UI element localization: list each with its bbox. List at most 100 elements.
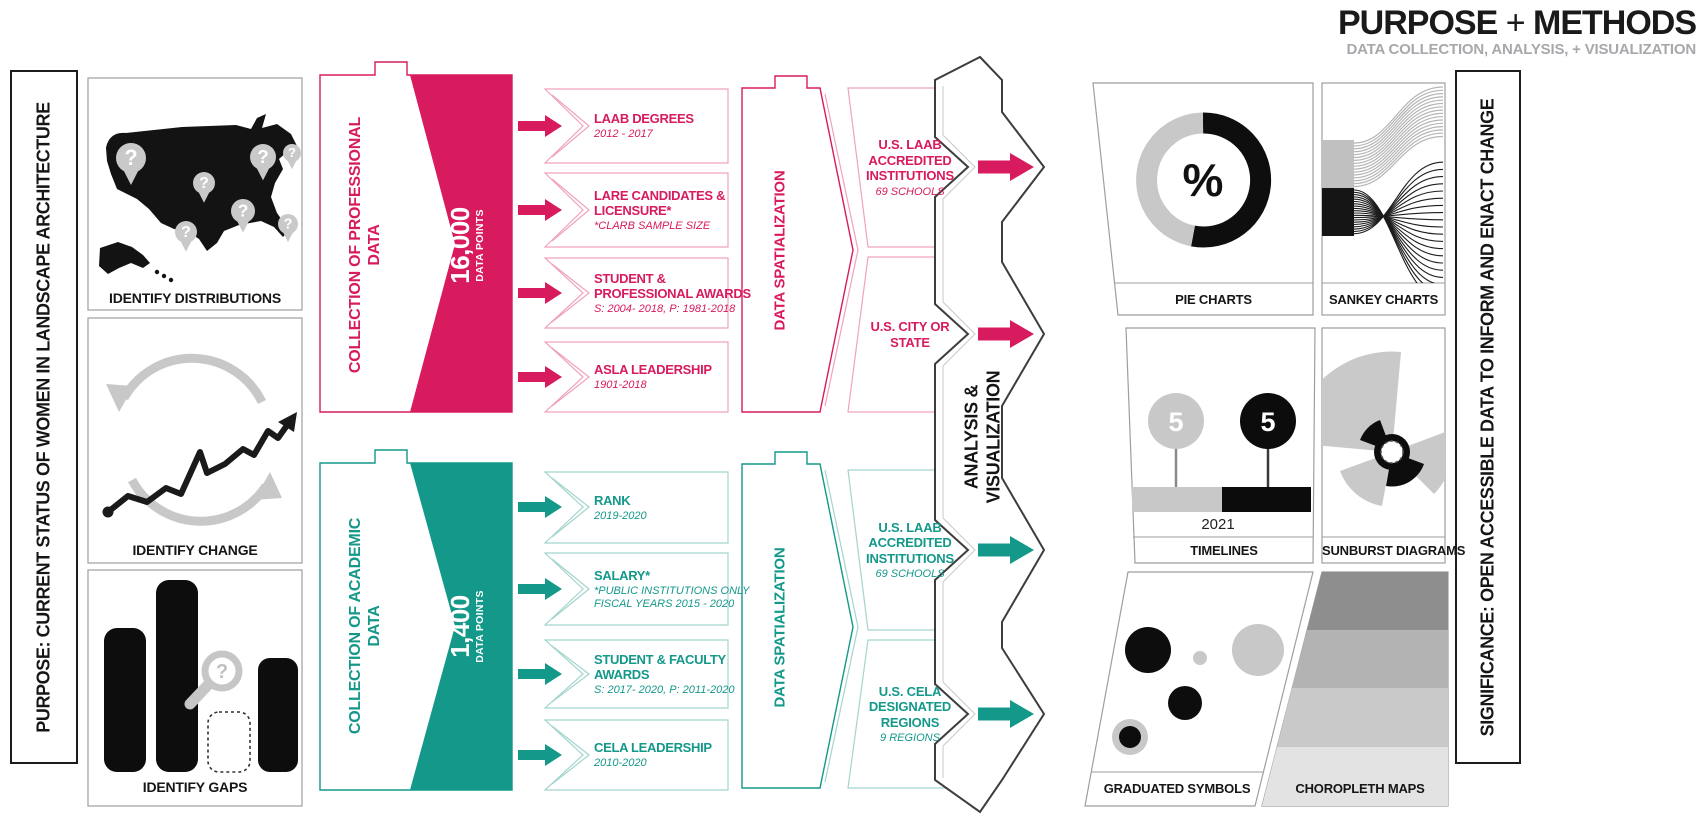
spatial-title: U.S. LAAB ACCREDITED INSTITUTIONS (866, 137, 954, 184)
dataset-title: LARE CANDIDATES & LICENSURE* (594, 187, 726, 218)
academic-spatialization-banner (741, 451, 859, 789)
dataset-subtitle: 2019-2020 (594, 509, 647, 522)
professional-dataset-chevrons (551, 94, 590, 407)
professional-dataset-boxes (543, 88, 729, 413)
donut-chart-icon (1136, 112, 1272, 248)
identify-change-label: IDENTIFY CHANGE (132, 542, 258, 558)
spatial-us-laab-professional: U.S. LAAB ACCREDITED INSTITUTIONS 69 SCH… (848, 88, 972, 247)
svg-text:?: ? (199, 175, 209, 192)
spatial-title: U.S. LAAB ACCREDITED INSTITUTIONS (866, 519, 954, 566)
dataset-subtitle: *PUBLIC INSTITUTIONS ONLY FISCAL YEARS 2… (594, 584, 750, 610)
spatial-title: U.S. CELA DESIGNATED REGIONS (868, 683, 952, 730)
dataset-salary: SALARY* *PUBLIC INSTITUTIONS ONLY FISCAL… (594, 553, 749, 625)
academic-collection-label-text: COLLECTION OF ACADEMIC DATA (347, 517, 384, 735)
timeline-icon (1132, 393, 1311, 512)
dataset-asla-leadership: ASLA LEADERSHIP 1901-2018 (594, 342, 712, 412)
us-map-question-pins-icon: ??????? (99, 114, 301, 283)
timeline-year-label: 2021 (1201, 516, 1235, 533)
dataset-title: ASLA LEADERSHIP (594, 362, 712, 377)
professional-collection-label: COLLECTION OF PROFESSIONAL DATA (322, 80, 408, 410)
spatial-title: U.S. CITY OR STATE (870, 319, 950, 350)
graduated-symbols-label: GRADUATED SYMBOLS (1103, 781, 1251, 796)
page-subtitle: DATA COLLECTION, ANALYSIS, + VISUALIZATI… (1346, 41, 1696, 58)
academic-collection-shape (319, 449, 513, 791)
dataset-title: LAAB DEGREES (594, 111, 694, 126)
spatial-subtitle: 69 SCHOOLS (875, 568, 945, 581)
academic-spatialization-text: DATA SPATIALIZATION (771, 546, 789, 708)
graduated-symbols-icon (1112, 624, 1284, 755)
bar-gap-magnifier-icon: ? (104, 580, 298, 773)
dataset-title: STUDENT & FACULTY AWARDS (594, 651, 726, 682)
professional-collection-label-text: COLLECTION OF PROFESSIONAL DATA (347, 116, 384, 374)
sunburst-diagrams-label: SUNBURST DIAGRAMS (1322, 543, 1466, 558)
dataset-title: STUDENT & PROFESSIONAL AWARDS (594, 270, 751, 301)
analysis-visualization-label: ANALYSIS & VISUALIZATION (952, 287, 1012, 587)
dataset-lare-licensure: LARE CANDIDATES & LICENSURE* *CLARB SAMP… (594, 173, 725, 247)
academic-spatialization-label: DATA SPATIALIZATION (748, 477, 812, 777)
dataset-subtitle: S: 2004- 2018, P: 1981-2018 (594, 302, 736, 315)
professional-spatialization-text: DATA SPATIALIZATION (771, 169, 789, 331)
dataset-student-faculty-awards: STUDENT & FACULTY AWARDS S: 2017- 2020, … (594, 640, 734, 708)
purpose-side-bar-text: PURPOSE: CURRENT STATUS OF WOMEN IN LAND… (33, 101, 54, 733)
spatial-us-cela-regions: U.S. CELA DESIGNATED REGIONS 9 REGIONS (848, 640, 972, 788)
professional-spatialization-label: DATA SPATIALIZATION (748, 100, 812, 400)
magnifier-question-mark: ? (216, 661, 228, 683)
spatial-subtitle: 69 SCHOOLS (875, 185, 945, 198)
dataset-subtitle: 2010-2020 (594, 757, 647, 769)
question-pin-icon: ? (250, 144, 276, 181)
question-pin-icon: ? (231, 199, 255, 233)
pie-charts-label: PIE CHARTS (1175, 292, 1252, 307)
page-title: PURPOSE + METHODS (1337, 4, 1697, 43)
academic-data-points-value: 1,400 (444, 594, 475, 658)
dataset-subtitle: 2012 - 2017 (594, 128, 653, 140)
question-pin-icon: ? (116, 143, 146, 185)
dataset-subtitle: 1901-2018 (594, 379, 647, 391)
analysis-visualization-banner (934, 55, 1046, 814)
timeline-marker-black: 5 (1260, 407, 1276, 437)
dataset-title: SALARY* (594, 567, 650, 583)
svg-text:?: ? (124, 145, 137, 170)
dataset-student-professional-awards: STUDENT & PROFESSIONAL AWARDS S: 2004- 2… (594, 258, 751, 328)
question-pin-icon: ? (283, 144, 301, 170)
timelines-label: TIMELINES (1190, 543, 1258, 558)
academic-data-points-caption: DATA POINTS (473, 589, 486, 663)
purpose-side-bar: PURPOSE: CURRENT STATUS OF WOMEN IN LAND… (10, 70, 78, 764)
trend-cycle-icon (102, 353, 297, 526)
identify-gaps-label: IDENTIFY GAPS (142, 779, 248, 795)
question-pin-icon: ? (175, 221, 197, 252)
timeline-marker-gray: 5 (1168, 407, 1184, 437)
identify-distributions-label: IDENTIFY DISTRIBUTIONS (109, 290, 281, 306)
dataset-title: CELA LEADERSHIP (594, 740, 712, 755)
dataset-subtitle: *CLARB SAMPLE SIZE (594, 219, 711, 232)
svg-text:?: ? (181, 224, 191, 241)
question-pin-icon: ? (193, 172, 215, 203)
page-title-left: PURPOSE (1337, 4, 1498, 42)
pie-percent-symbol: % (1182, 154, 1224, 206)
professional-spatialization-banner (741, 75, 859, 413)
page-title-right: METHODS (1533, 4, 1697, 42)
viz-label-dividers (1091, 282, 1445, 773)
sankey-charts-label: SANKEY CHARTS (1328, 292, 1439, 307)
dataset-rank: RANK 2019-2020 (594, 472, 647, 543)
svg-text:?: ? (238, 200, 249, 220)
choropleth-maps-label: CHOROPLETH MAPS (1295, 781, 1425, 796)
professional-data-points-caption: DATA POINTS (473, 208, 486, 282)
dataset-laab-degrees: LAAB DEGREES 2012 - 2017 (594, 89, 694, 163)
page-title-plus: + (1497, 4, 1533, 42)
professional-collection-shape (319, 61, 513, 413)
svg-text:?: ? (257, 146, 269, 167)
sunburst-icon (1322, 351, 1445, 506)
significance-side-bar-text: SIGNIFICANCE: OPEN ACCESSIBLE DATA TO IN… (1477, 98, 1498, 736)
flow-arrows (518, 115, 1034, 766)
spatial-subtitle: 9 REGIONS (880, 732, 940, 745)
analysis-visualization-text: ANALYSIS & VISUALIZATION (961, 370, 1004, 504)
svg-text:?: ? (284, 217, 293, 233)
dataset-subtitle: S: 2017- 2020, P: 2011-2020 (594, 683, 735, 696)
question-pin-icon: ? (278, 214, 298, 242)
svg-text:?: ? (288, 145, 296, 160)
